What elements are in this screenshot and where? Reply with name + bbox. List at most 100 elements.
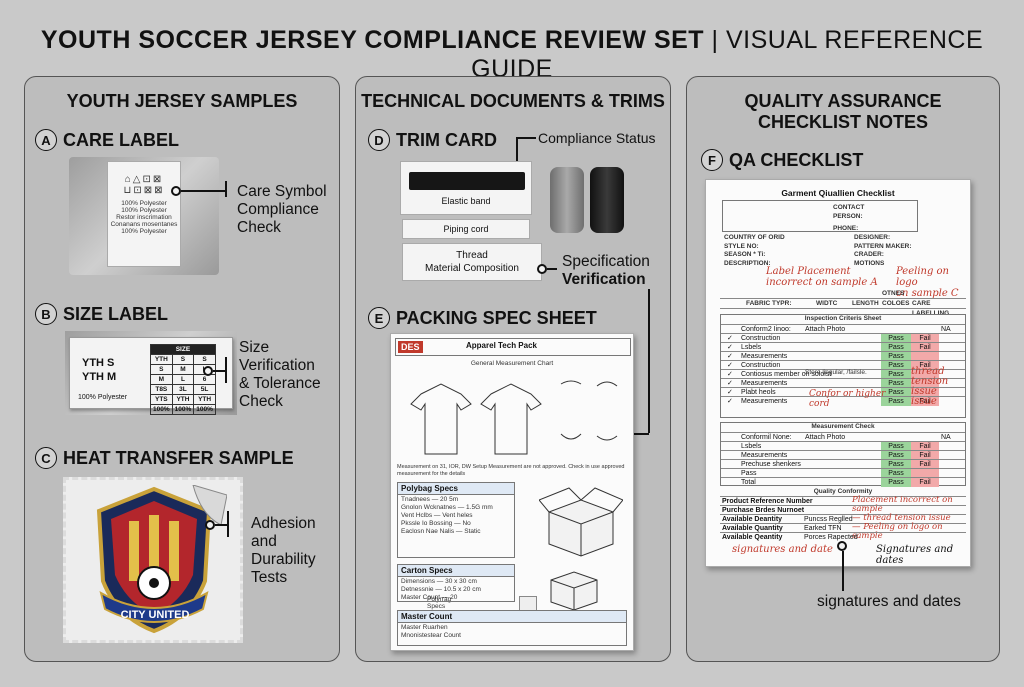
size-tag-line: YTH S [82,357,115,369]
row-label: Lsbels [741,344,762,351]
row-label: Measurements [741,380,788,387]
pass-cell: Pass [881,442,911,451]
section-label: CARE LABEL [63,129,179,150]
table-title: Quality Conformity [813,488,873,495]
carton-title: Carton Specs [398,565,514,577]
checkmark-icon: ✓ [727,398,733,405]
callout-text: Check [237,219,281,236]
row-value: 10.5 x 20 cm [443,586,481,593]
head-cell: Attach Photo [805,326,846,333]
pass-cell: Pass [881,334,911,343]
care-tag-line: Conanans mosentanes [110,221,178,228]
row-label: Mnonistestear Count [401,632,461,639]
pass-cell: Pass [881,469,911,478]
row-label: Total [741,479,756,486]
row-value: Puncss Reglled [804,516,853,523]
fabric-col: FABRIC TYPR: [746,300,792,307]
row-label: Eaclosn Nae Nalis [401,528,455,535]
hand-text: Peeling on logo [896,266,949,288]
care-callout: Care Symbol Compliance Check [237,183,327,237]
inspection-note: Store lingular, /failsle. [805,369,867,376]
polybag-label-text: Polyrrag [427,596,452,603]
size-cell: 6 [193,374,216,385]
row-value: Porces Rapected [804,534,858,541]
callout-dot [837,541,847,551]
checkmark-icon: ✓ [727,353,733,360]
section-letter: C [35,447,57,469]
callout-line [516,137,518,163]
panel-title-line: QUALITY ASSURANCE [744,91,942,111]
callout-text: Verification [239,357,315,374]
fail-cell: Fail [911,334,939,343]
row-value: Vent heles [442,512,473,519]
pass-cell: Pass [881,343,911,352]
callout-text: & Tolerance [239,375,321,392]
callout-text: Verification [562,271,646,288]
checkmark-icon: ✓ [727,335,733,342]
callout-line [225,357,227,383]
page-title: YOUTH SOCCER JERSEY COMPLIANCE REVIEW SE… [0,26,1024,84]
callout-text: Tests [251,569,288,586]
size-tag-line: YTH M [82,371,117,383]
doc-section-title: General Measurement Chart [470,360,554,367]
measurement-check-table: Measurement Check Conformil None: Attach… [720,422,966,487]
pass-cell: Pass [881,397,911,406]
hand-text: incorrect on sample A [766,277,878,288]
care-symbols-icon: ⌂△⊡⊠⊔⊡⊠⊠ [123,174,165,196]
row-label: Plabt heols [741,389,776,396]
field-label: CRADER: [854,251,884,258]
signature-line-label: Signatures and dates [876,544,954,566]
trim-item-label: Material Composition [425,263,519,274]
care-tag-line: 100% Polyester [121,207,167,214]
panel-qa-checklist-notes: QUALITY ASSURANCE CHECKLIST NOTES F QA C… [686,76,1000,662]
hand-text: tension issue [911,376,949,397]
master-title: Master Count [398,611,626,623]
hand-text: thread [911,366,945,377]
fail-cell: Fail [911,361,939,370]
crest-text: CITY UNITED [120,609,190,621]
callout-text: Check [239,393,283,410]
section-letter: F [701,149,723,171]
panel-title: QUALITY ASSURANCE CHECKLIST NOTES [687,91,999,133]
field-label: OTNES [882,290,905,297]
heat-callout: Adhesion and Durability Tests [251,515,316,587]
fabric-col: WIDTC [816,300,838,307]
checkmark-icon: ✓ [727,380,733,387]
handwritten-note: Label Placement incorrect on sample A [766,266,878,288]
callout-text: Care Symbol [237,183,327,200]
callout-text: Specification [562,253,650,270]
doc-title: Apparel Tech Pack [466,341,537,350]
fail-cell: Fail [911,451,939,460]
handwritten-note: thread tension issue issue [911,367,965,407]
fail-cell [911,379,939,388]
des-logo: DES [398,341,423,353]
master-rows: Master Ruarhen Mnonistestear Count [398,623,626,641]
size-callout: Size Verification & Tolerance Check [239,339,321,411]
callout-line [227,511,229,537]
size-cell: T8S [150,384,173,395]
garment-diagram-icon [410,380,618,455]
callout-line [630,433,649,435]
care-tag-line: 100% Polyester [121,200,167,207]
section-label: SIZE LABEL [63,303,169,324]
spec-callout: Specification Verification [562,253,650,289]
bottom-callout: signatures and dates [817,593,961,610]
fabric-col: LENGTH [852,300,879,307]
panel-technical-documents: TECHNICAL DOCUMENTS & TRIMS D TRIM CARD … [355,76,671,662]
checkmark-icon: ✓ [727,371,733,378]
care-tag-line: Restor inscrimation [116,214,172,221]
row-label: Available Quantity [722,525,783,532]
callout-line [516,137,536,139]
fail-cell: Fail [911,478,939,487]
status-callout: Compliance Status [538,130,656,146]
size-cell: 3L [171,384,195,395]
gray-thread-spool-icon [550,167,584,233]
elastic-card: Elastic band [400,161,532,215]
callout-text: Compliance [237,201,319,218]
